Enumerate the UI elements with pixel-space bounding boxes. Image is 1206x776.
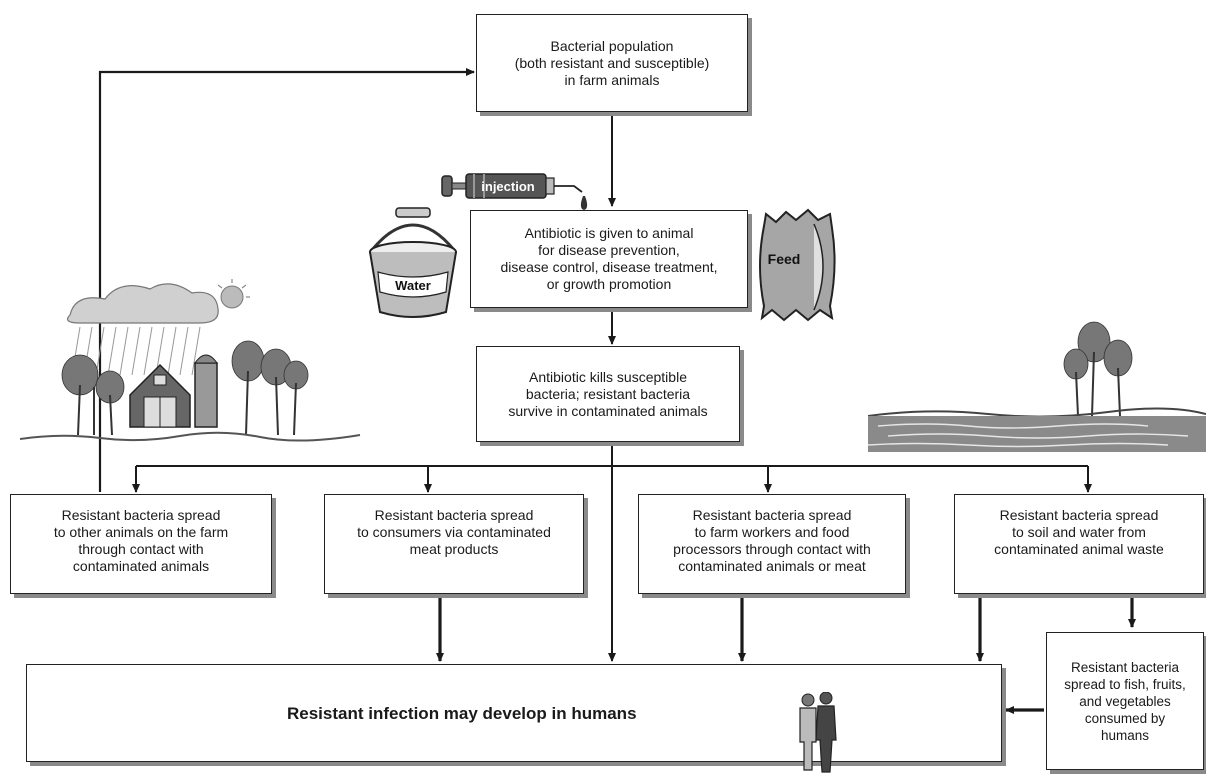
spread-fish-box: Resistant bacteria spread to fish, fruit…	[1046, 632, 1204, 770]
antibiotic-kills-box: Antibiotic kills susceptible bacteria; r…	[476, 346, 740, 442]
antibiotic-given-box: Antibiotic is given to animal for diseas…	[470, 210, 748, 308]
spread-workers-box: Resistant bacteria spread to farm worker…	[638, 494, 906, 594]
feed-label: Feed	[768, 251, 801, 267]
spread-consumers-box: Resistant bacteria spread to consumers v…	[324, 494, 584, 594]
farm-scene-icon	[20, 279, 361, 442]
soil-water-scene-icon	[868, 321, 1206, 452]
spread-soil-box: Resistant bacteria spread to soil and wa…	[954, 494, 1204, 594]
spread-animals-box: Resistant bacteria spread to other anima…	[10, 494, 272, 594]
feed-bag-icon: Feed	[759, 208, 836, 322]
bucket-label: Water	[395, 278, 431, 293]
human-infection-box: Resistant infection may develop in human…	[26, 664, 1002, 762]
syringe-label: injection	[481, 179, 535, 194]
water-bucket-icon: Water	[369, 207, 457, 318]
people-icon	[799, 692, 837, 773]
bacterial-population-box: Bacterial population (both resistant and…	[476, 14, 748, 112]
syringe-icon: injection	[441, 173, 583, 199]
